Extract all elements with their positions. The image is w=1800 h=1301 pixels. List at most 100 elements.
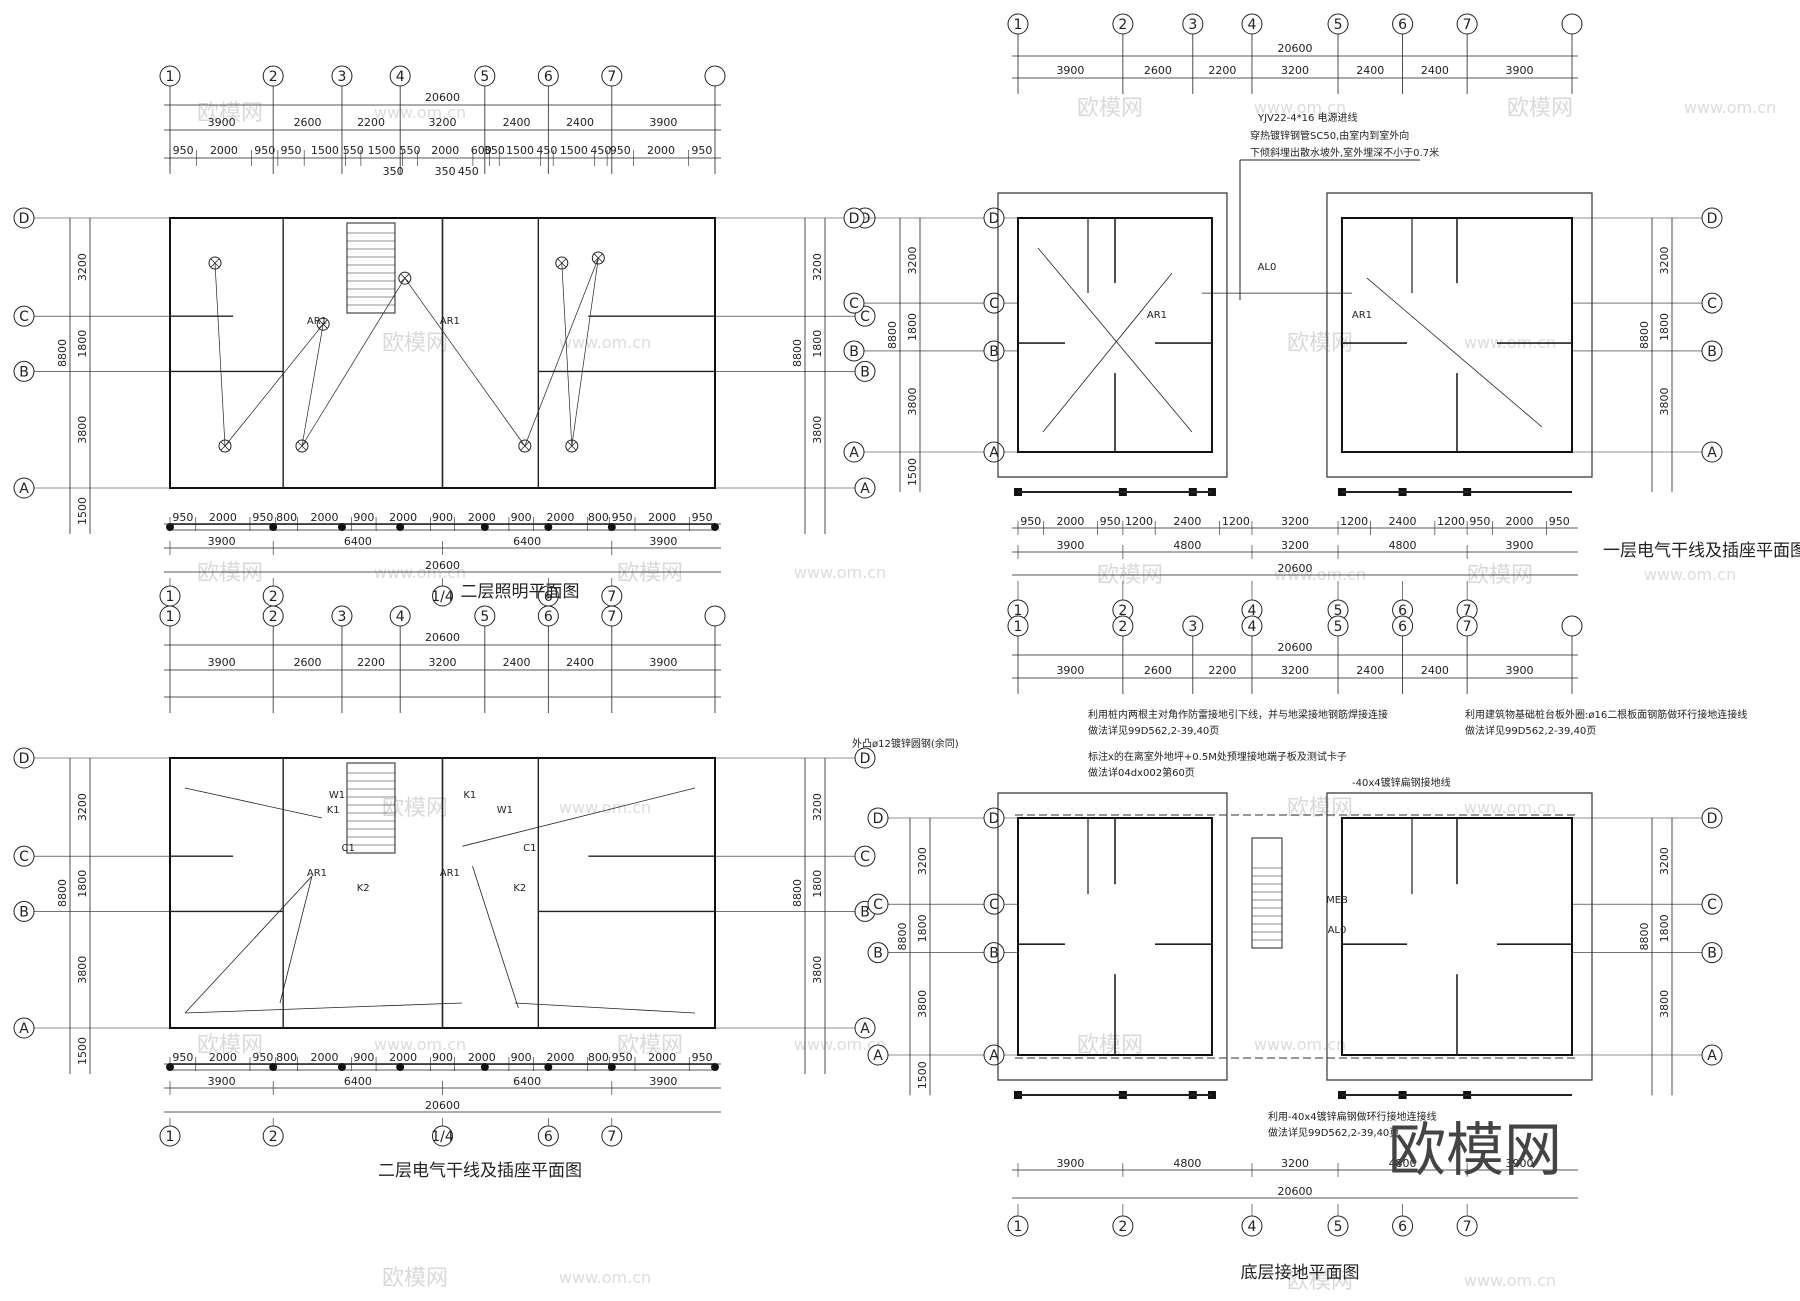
grid-label: 5 [1334, 603, 1343, 619]
grid-label: 1 [1014, 1219, 1023, 1235]
dim-bottom: 6400 [513, 535, 541, 548]
circuit-label: C1 [341, 843, 354, 854]
axis-bubble-right: A [1701, 441, 1723, 463]
dim-top: 2400 [1356, 664, 1384, 677]
dim-bottom-sub: 900 [353, 1051, 374, 1064]
dim-bottom-sub: 2000 [648, 1051, 676, 1064]
title-ground-earthing: 底层接地平面图 [1241, 1263, 1360, 1283]
earthing-notes: 利用桩内两根主对角作防雷接地引下线，并与地梁接地钢筋焊接连接 做法详见99D56… [852, 708, 1747, 1139]
dim-top: 3900 [1056, 64, 1084, 77]
grid-label: 3 [1188, 17, 1197, 33]
grid-label: 6 [544, 589, 553, 605]
dim-bottom-sub: 2000 [648, 511, 676, 524]
axis-bubble-right: D [1701, 807, 1723, 829]
grid-label: D [989, 811, 1000, 827]
axis-bubble-bottom: 2 [262, 585, 284, 607]
svg-text:下倾斜埋出散水坡外,室外埋深不小于0.7米: 下倾斜埋出散水坡外,室外埋深不小于0.7米 [1250, 146, 1439, 159]
watermark-url: www.om.cn [794, 1035, 886, 1054]
dim-top: 3200 [429, 656, 457, 669]
axis-bubble-top: 2 [262, 65, 284, 87]
dim-bottom-sub: 3200 [1281, 515, 1309, 528]
svg-text:做法详见99D562,2-39,40页: 做法详见99D562,2-39,40页 [1465, 724, 1596, 737]
axis-bubble-top: 3 [1182, 13, 1204, 35]
grid-label: A [19, 481, 29, 497]
axis-bubble-top [704, 605, 726, 627]
axis-bubble-top [704, 65, 726, 87]
dim-top-sub: 950 [610, 144, 631, 157]
axis-bubble-top: 2 [1112, 13, 1134, 35]
dim-left: 1800 [916, 914, 929, 942]
dim-top: 2200 [1208, 64, 1236, 77]
axis-bubble-left: B [13, 360, 35, 382]
dim-bottom: 6400 [344, 1075, 372, 1088]
axis-bubble-bottom: 6 [1392, 599, 1414, 621]
grid-label: 3 [338, 69, 347, 85]
grid-label: D [1707, 211, 1718, 227]
grid-label: 6 [1398, 1219, 1407, 1235]
column-marker [269, 523, 278, 532]
dim-right: 1800 [811, 330, 824, 358]
axis-bubble-right: C [1701, 292, 1723, 314]
dim-bottom-sub: 950 [692, 511, 713, 524]
svg-text:标注x的在离室外地坪+0.5M处预埋接地端子板及测试卡子: 标注x的在离室外地坪+0.5M处预埋接地端子板及测试卡子 [1088, 750, 1347, 763]
axis-bubble-left: D [13, 207, 35, 229]
grid-label: 2 [269, 589, 278, 605]
dim-bottom: 3900 [1056, 1157, 1084, 1170]
watermark-text: 欧模网 [1507, 96, 1573, 121]
dim-left: 3200 [76, 793, 89, 821]
axis-bubble-bottom: 6 [537, 1125, 559, 1147]
grid-label: 5 [480, 609, 489, 625]
grid-label: A [989, 445, 999, 461]
grid-label: 1 [1014, 17, 1023, 33]
dim-bottom-sub: 800 [588, 1051, 609, 1064]
grid-label: 1/4 [431, 589, 454, 605]
column-marker [480, 1063, 489, 1072]
grid-label: 2 [269, 69, 278, 85]
dim-right: 3800 [811, 956, 824, 984]
watermark-url: www.om.cn [374, 563, 466, 582]
dim-bottom-sub: 2000 [546, 511, 574, 524]
dim-bottom-sub: 950 [1549, 515, 1570, 528]
axis-bubble-bottom: 2 [262, 1125, 284, 1147]
grid-label: 4 [1248, 1219, 1257, 1235]
column-marker [337, 1063, 346, 1072]
dim-bottom-sub: 2000 [389, 511, 417, 524]
dim-total-bottom: 20600 [1278, 1185, 1313, 1198]
grid-label: 3 [338, 609, 347, 625]
dim-top-sub: 1500 [560, 144, 588, 157]
grid-label: B [1707, 946, 1717, 962]
watermark-text: 欧模网 [197, 561, 263, 586]
axis-bubble-left-inner: D [983, 207, 1005, 229]
watermark-url: www.om.cn [1274, 565, 1366, 584]
dim-top-sub: 2000 [431, 144, 459, 157]
svg-text:做法详见99D562,2-39,40页: 做法详见99D562,2-39,40页 [1268, 1126, 1399, 1139]
axis-bubble-right: B [1701, 340, 1723, 362]
grid-label: 6 [1398, 603, 1407, 619]
dim-right-total: 8800 [791, 879, 804, 907]
dim-top: 2200 [1208, 664, 1236, 677]
dim-left: 1800 [906, 313, 919, 341]
dim-right: 3200 [1658, 247, 1671, 275]
column-marker [711, 523, 719, 532]
panel-label: AR1 [1352, 310, 1372, 321]
panel-label: AR1 [1147, 310, 1167, 321]
svg-text:做法详04dx002第60页: 做法详04dx002第60页 [1088, 766, 1195, 779]
axis-bubble-left-inner: C [983, 292, 1005, 314]
dim-bottom: 3900 [1506, 1157, 1534, 1170]
dim-top: 2400 [1421, 64, 1449, 77]
axis-bubble-top: 2 [1112, 615, 1134, 637]
dim-top: 3900 [649, 656, 677, 669]
watermark-text: 欧模网 [1077, 1033, 1143, 1058]
dim-right-total: 8800 [791, 339, 804, 367]
dim-top: 2400 [1356, 64, 1384, 77]
grid-label: C [989, 296, 999, 312]
grid-label: D [849, 211, 860, 227]
grid-label: 5 [1334, 1219, 1343, 1235]
dim-bottom: 3200 [1281, 539, 1309, 552]
grid-label: 7 [1463, 603, 1472, 619]
column-marker [607, 523, 616, 532]
dim-top: 3200 [1281, 664, 1309, 677]
grid-label: C [1707, 296, 1717, 312]
